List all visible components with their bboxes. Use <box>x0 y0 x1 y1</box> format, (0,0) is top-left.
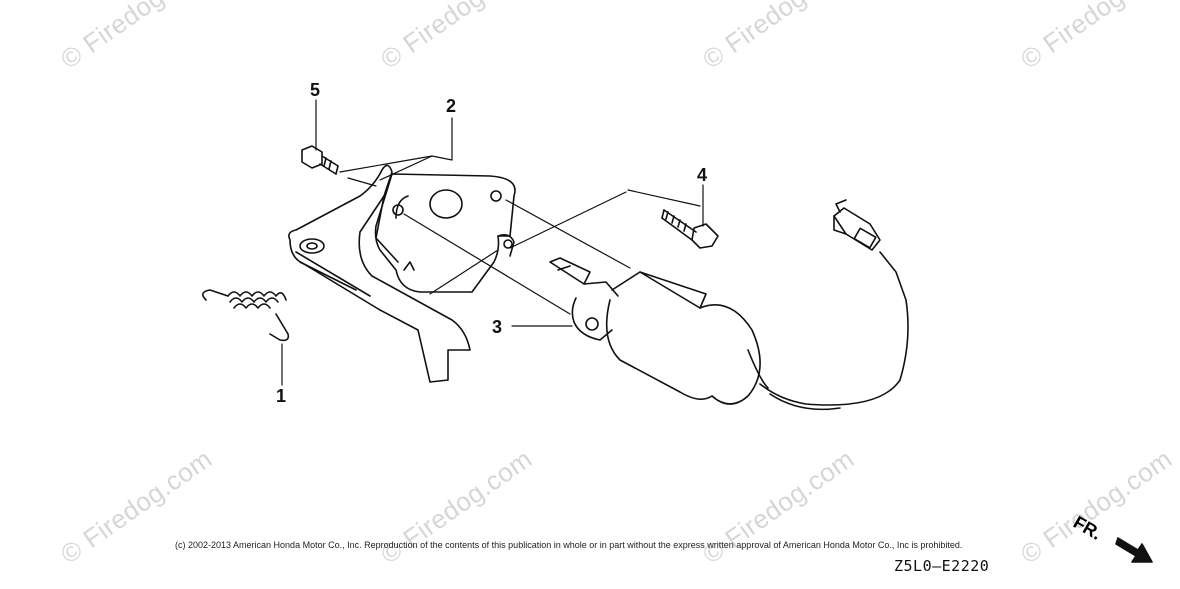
leader-lines <box>281 99 704 386</box>
bolt-part-4 <box>661 209 719 249</box>
callout-5: 5 <box>310 80 320 100</box>
callout-1: 1 <box>276 386 286 406</box>
bolt-part-5 <box>301 145 339 175</box>
front-arrow-icon <box>1115 537 1153 563</box>
solenoid-part <box>549 199 909 411</box>
callout-4: 4 <box>697 165 707 185</box>
spring-part <box>202 289 290 342</box>
callout-2: 2 <box>446 96 456 116</box>
copyright-notice: (c) 2002-2013 American Honda Motor Co., … <box>175 540 963 550</box>
bracket-part <box>288 164 516 383</box>
callout-3: 3 <box>492 317 502 337</box>
leader-line-2 <box>339 117 453 173</box>
diagram-code: Z5L0—E2220 <box>894 557 990 575</box>
